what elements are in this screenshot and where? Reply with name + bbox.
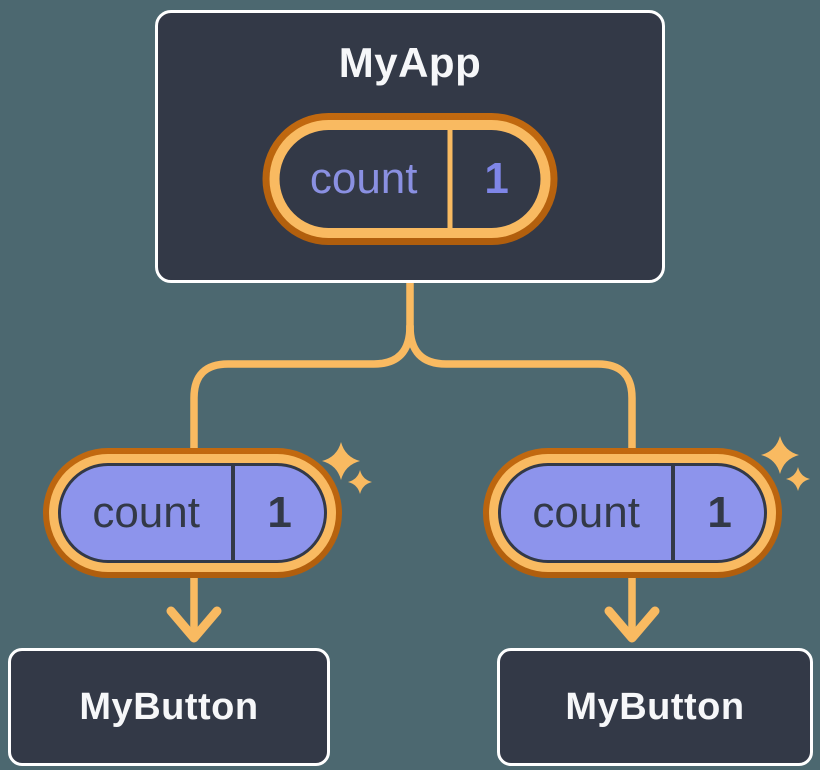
prop-pill-body: count 1 [498,463,767,563]
tree-connector-left-branch [190,322,414,634]
prop-value: 1 [267,488,292,537]
state-value: 1 [484,154,509,203]
prop-pill-body: count 1 [58,463,327,563]
prop-label: count [532,488,640,537]
sparkle-icon [322,442,372,494]
sparkle-icon [761,436,810,491]
arrow-down-icon [604,606,660,643]
component-title: MyButton [565,685,745,728]
prop-pill-ring: count 1 [489,454,776,572]
prop-pill-ring: count 1 [49,454,336,572]
pill-divider [231,466,236,560]
state-pill: count 1 [262,113,558,245]
prop-label: count [92,488,200,537]
component-title: MyApp [338,39,482,86]
state-label: count [309,154,418,203]
mybutton-component-box-right: MyButton [497,648,813,766]
prop-pill-right: count 1 [483,448,782,578]
myapp-component-box: MyApp count 1 [155,10,665,283]
state-pill-ring: count 1 [269,120,551,238]
prop-pill-left: count 1 [43,448,342,578]
mybutton-component-box-left: MyButton [8,648,330,766]
arrow-down-icon [166,606,222,643]
component-title: MyButton [79,685,259,728]
tree-connector-right-branch [406,322,636,634]
pill-divider [447,130,453,228]
pill-divider [671,466,676,560]
prop-value: 1 [707,488,732,537]
state-pill-body: count 1 [279,130,541,228]
